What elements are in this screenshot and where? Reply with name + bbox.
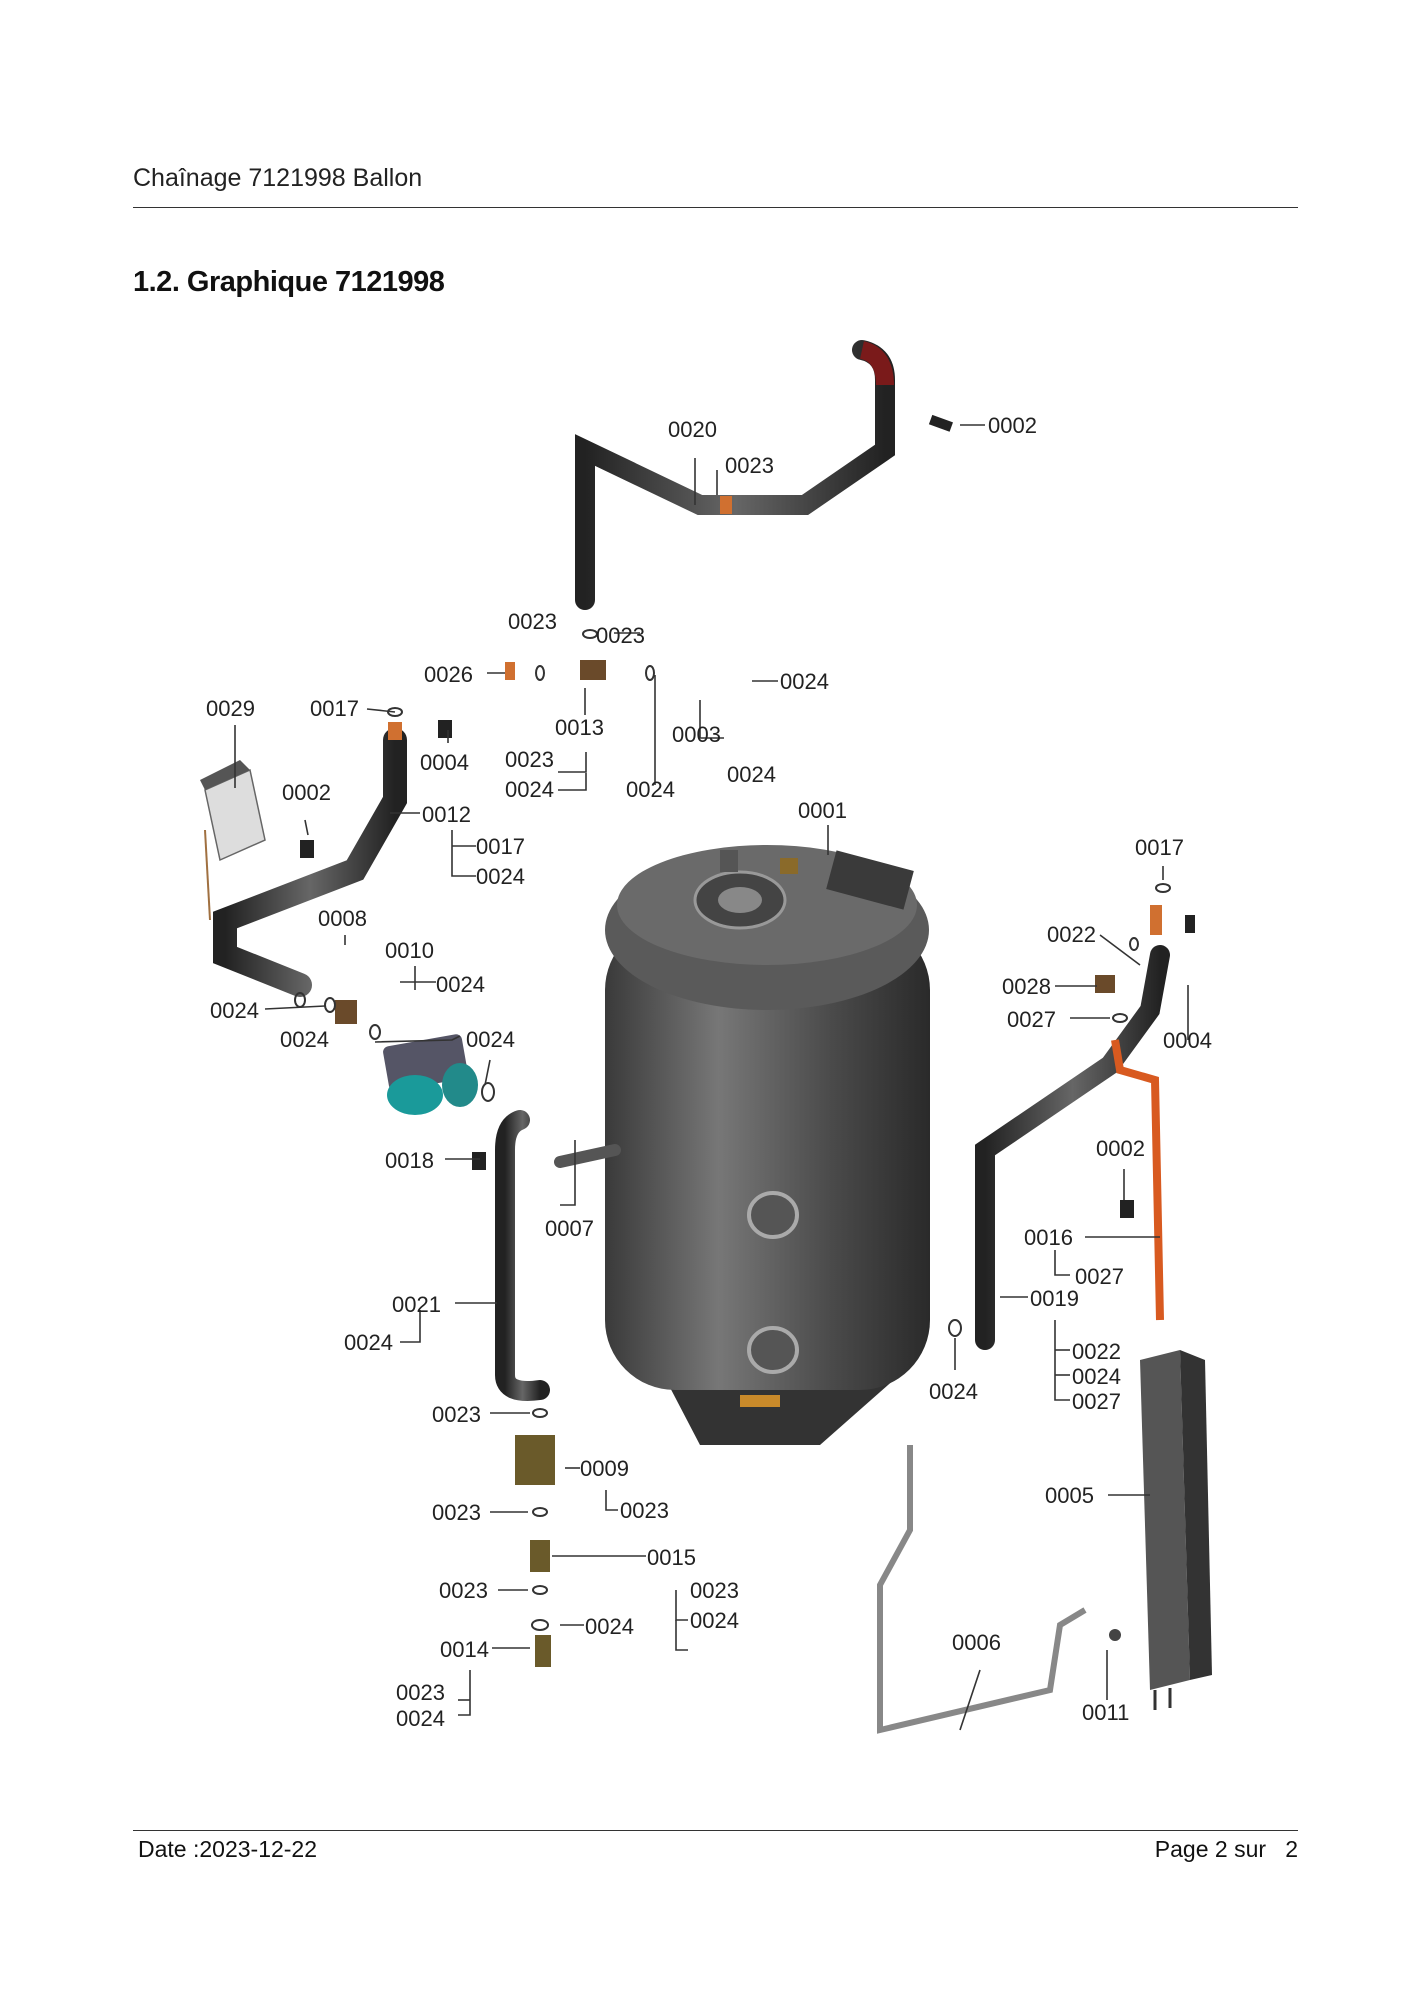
- part-label: 0028: [1002, 974, 1051, 999]
- pipe-0016: [1111, 1039, 1164, 1321]
- part-label: 0024: [585, 1614, 634, 1639]
- part-label: 0024: [476, 864, 525, 889]
- part-label: 0012: [422, 802, 471, 827]
- part-label: 0026: [424, 662, 473, 687]
- part-label: 0002: [988, 413, 1037, 438]
- part-label: 0018: [385, 1148, 434, 1173]
- pipe-0019: [975, 945, 1170, 1350]
- part-label: 0017: [476, 834, 525, 859]
- part-label: 0023: [725, 453, 774, 478]
- part-label: 0004: [1163, 1028, 1212, 1053]
- part-label: 0024: [727, 762, 776, 787]
- part-label: 0029: [206, 696, 255, 721]
- tee-0028: [1095, 975, 1115, 993]
- pipe-0006: [877, 1445, 1087, 1734]
- part-0011: [1109, 1629, 1121, 1641]
- part-label: 0024: [344, 1330, 393, 1355]
- section-title: 1.2. Graphique 7121998: [133, 266, 445, 298]
- part-label: 0008: [318, 906, 367, 931]
- part-label: 0016: [1024, 1225, 1073, 1250]
- part-label: 0023: [505, 747, 554, 772]
- part-label: 0024: [929, 1379, 978, 1404]
- part-label: 0020: [668, 417, 717, 442]
- element-0005: [1140, 1350, 1212, 1710]
- part-label: 0027: [1072, 1389, 1121, 1414]
- part-label: 0024: [280, 1027, 329, 1052]
- part-label: 0003: [672, 722, 721, 747]
- part-label: 0022: [1047, 922, 1096, 947]
- footer-page-prefix: Page 2 sur: [1154, 1836, 1267, 1862]
- part-label: 0024: [505, 777, 554, 802]
- part-label: 0007: [545, 1216, 594, 1241]
- part-label: 0021: [392, 1292, 441, 1317]
- part-label: 0023: [508, 609, 557, 634]
- footer-page-number: Page 2 sur 2: [1155, 1836, 1298, 1863]
- part-label: 0014: [440, 1637, 489, 1662]
- part-label: 0023: [690, 1578, 739, 1603]
- part-label: 0027: [1075, 1264, 1124, 1289]
- part-label: 0023: [396, 1680, 445, 1705]
- fitting-0015: [530, 1540, 550, 1572]
- part-label: 0001: [798, 798, 847, 823]
- fitting-0008: [335, 1000, 357, 1024]
- fitting-0014: [535, 1635, 551, 1667]
- document-header-title: Chaînage 7121998 Ballon: [133, 164, 423, 192]
- pipe-0012: [213, 728, 407, 997]
- pump-0010: [383, 1034, 478, 1115]
- part-label: 0024: [1072, 1364, 1121, 1389]
- part-label: 0011: [1082, 1700, 1129, 1725]
- footer-divider: [133, 1830, 1298, 1831]
- control-box-0029: [200, 760, 266, 921]
- part-label: 0024: [436, 972, 485, 997]
- part-label: 0002: [1096, 1136, 1145, 1161]
- part-label: 0017: [310, 696, 359, 721]
- part-label: 0023: [439, 1578, 488, 1603]
- part-label: 0013: [555, 715, 604, 740]
- part-label: 0024: [626, 777, 675, 802]
- footer-page-total: 2: [1285, 1836, 1298, 1862]
- part-label: 0024: [780, 669, 829, 694]
- part-label: 0010: [385, 938, 434, 963]
- part-label: 0002: [282, 780, 331, 805]
- valve-0009: [515, 1435, 555, 1485]
- part-label: 0015: [647, 1545, 696, 1570]
- part-label: 0024: [690, 1608, 739, 1633]
- part-label: 0006: [952, 1630, 1001, 1655]
- part-label: 0017: [1135, 835, 1184, 860]
- part-label: 0005: [1045, 1483, 1094, 1508]
- part-label: 0004: [420, 750, 469, 775]
- part-label: 0019: [1030, 1286, 1079, 1311]
- part-label: 0027: [1007, 1007, 1056, 1032]
- part-label: 0024: [396, 1706, 445, 1731]
- part-label: 0024: [466, 1027, 515, 1052]
- part-label: 0022: [1072, 1339, 1121, 1364]
- header-divider: [133, 207, 1298, 208]
- pipe-0007: [554, 1144, 621, 1168]
- part-label: 0023: [620, 1498, 669, 1523]
- pipe-0021: [495, 1110, 550, 1401]
- part-label: 0023: [432, 1402, 481, 1427]
- part-label: 0023: [596, 623, 645, 648]
- part-label: 0023: [432, 1500, 481, 1525]
- tank-ballon-0001: [605, 845, 930, 1445]
- part-label: 0024: [210, 998, 259, 1023]
- footer-date: Date :2023-12-22: [138, 1836, 318, 1862]
- part-label: 0009: [580, 1456, 629, 1481]
